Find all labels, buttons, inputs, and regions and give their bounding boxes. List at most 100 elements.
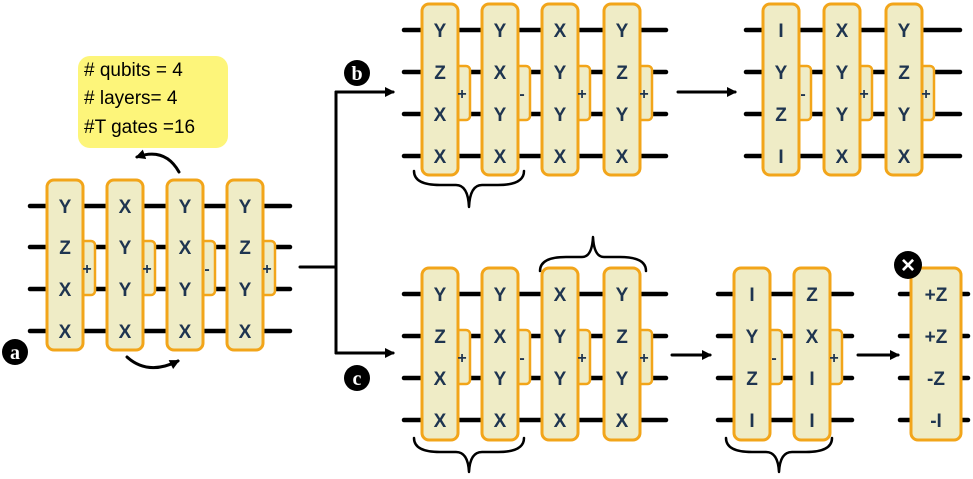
pauli-op: Y	[179, 280, 192, 301]
gate-sign: -	[519, 86, 524, 103]
pauli-op: X	[434, 105, 447, 126]
pauli-op: Y	[59, 197, 72, 218]
gate-slab	[225, 178, 265, 352]
pauli-op: X	[898, 147, 911, 168]
pauli-op: Y	[554, 369, 567, 390]
pauli-op: -Z	[927, 369, 945, 390]
pauli-op: Y	[836, 63, 849, 84]
gate-slab	[105, 178, 145, 352]
info-qubits: # qubits = 4	[84, 60, 183, 81]
pauli-op: X	[554, 147, 567, 168]
pauli-op: Y	[616, 21, 629, 42]
gate-slab	[480, 2, 520, 177]
circuit-c-final: +Z+Z-Z-I	[897, 266, 971, 442]
swap-arrow-top	[135, 149, 181, 174]
pauli-op: X	[806, 327, 819, 348]
pauli-op: Z	[434, 63, 446, 84]
gate-sign: +	[577, 350, 586, 367]
info-tgates: #T gates =16	[84, 117, 196, 138]
pauli-op: X	[179, 322, 192, 343]
reject-icon	[894, 251, 922, 279]
pauli-op: X	[554, 285, 567, 306]
pauli-op: Y	[239, 197, 252, 218]
pauli-op: X	[616, 411, 629, 432]
pauli-op: X	[59, 322, 72, 343]
pauli-op: Y	[836, 105, 849, 126]
label-b-badge	[344, 60, 370, 86]
pauli-op: Y	[179, 197, 192, 218]
label-a: a	[10, 342, 20, 364]
gate-slab	[165, 178, 205, 352]
pauli-op: Y	[898, 21, 911, 42]
pauli-op: I	[809, 411, 814, 432]
gate-sign: +	[457, 350, 466, 367]
pauli-op: Z	[239, 238, 251, 259]
gate-sign: +	[142, 261, 151, 278]
gate-slab	[909, 266, 963, 442]
pauli-op: Y	[434, 285, 447, 306]
pauli-op: I	[749, 411, 754, 432]
pauli-op: Y	[746, 327, 759, 348]
gate-sign: +	[82, 261, 91, 278]
pauli-op: Y	[494, 369, 507, 390]
brace-c-top	[538, 235, 648, 273]
pauli-op: Y	[775, 63, 788, 84]
pauli-op: -I	[930, 411, 942, 432]
pauli-gate: +Z+Z-Z-I	[909, 266, 963, 442]
pauli-op: X	[494, 63, 507, 84]
brace-c-bottom	[412, 436, 526, 474]
gate-sign: +	[859, 86, 868, 103]
pauli-op: Y	[554, 327, 567, 348]
pauli-op: Y	[616, 369, 629, 390]
gate-sign: -	[800, 86, 805, 103]
gate-sign: -	[519, 350, 524, 367]
pauli-op: Z	[746, 369, 758, 390]
pauli-op: Y	[554, 63, 567, 84]
brace-b-bottom	[412, 169, 526, 209]
pauli-op: X	[239, 322, 252, 343]
gate-sign: +	[457, 86, 466, 103]
pauli-op: X	[554, 21, 567, 42]
pauli-op: X	[119, 322, 132, 343]
gate-slab	[602, 2, 642, 177]
gate-sign: +	[639, 86, 648, 103]
pauli-op: Z	[59, 238, 71, 259]
pauli-op: X	[434, 369, 447, 390]
gate-sign: +	[639, 350, 648, 367]
pauli-op: X	[434, 147, 447, 168]
pauli-op: X	[179, 238, 192, 259]
gate-slab	[822, 2, 862, 177]
gate-slab	[602, 266, 642, 442]
pauli-op: Y	[494, 105, 507, 126]
gate-slab	[480, 266, 520, 442]
gate-sign: -	[204, 261, 209, 278]
gate-slab	[420, 266, 460, 442]
swap-arrow-bottom	[125, 355, 180, 370]
label-c-badge	[344, 365, 370, 391]
gate-sign: -	[771, 350, 776, 367]
pauli-op: Y	[898, 105, 911, 126]
pauli-op: X	[494, 411, 507, 432]
gate-slab	[792, 266, 832, 442]
pauli-op: X	[836, 21, 849, 42]
